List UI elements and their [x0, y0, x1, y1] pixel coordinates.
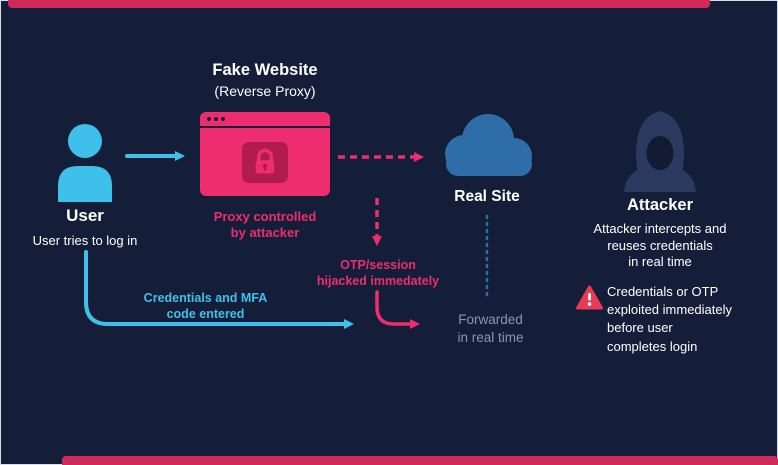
warning-triangle-icon [576, 285, 603, 310]
fake-website-title: Fake Website [212, 61, 318, 79]
browser-titlebar [200, 112, 330, 128]
lock-icon [255, 148, 275, 174]
real-site-label: Real Site [454, 188, 520, 205]
browser-dot [214, 117, 218, 121]
bottom-accent-bar [62, 456, 778, 465]
fake-website-subtitle: (Reverse Proxy) [214, 83, 316, 99]
browser-dot [221, 117, 225, 121]
arrow-hijacked-forward [375, 290, 420, 329]
arrow-credentials-flow [84, 250, 354, 329]
attacker-caption: Attacker intercepts and reuses credentia… [593, 221, 727, 270]
browser-body [200, 128, 330, 196]
person-icon [58, 124, 112, 202]
user-caption: User tries to log in [32, 233, 138, 248]
lock-badge [242, 141, 288, 183]
browser-dot [207, 117, 211, 121]
attacker-label: Attacker [626, 196, 694, 214]
top-accent-bar [8, 0, 710, 8]
hooded-attacker-icon [624, 111, 696, 192]
credentials-label: Credentials and MFA code entered [143, 291, 268, 322]
otp-hijack-label: OTP/session hijacked immedately [316, 258, 440, 289]
forwarded-label: Forwarded in real time [457, 312, 524, 345]
proxy-caption: Proxy controlled by attacker [213, 209, 317, 241]
fake-website-window [200, 112, 330, 196]
user-label: User [66, 206, 104, 225]
cloud-icon [445, 114, 532, 176]
warning-text: Credentials or OTP exploited immediately… [607, 284, 733, 354]
